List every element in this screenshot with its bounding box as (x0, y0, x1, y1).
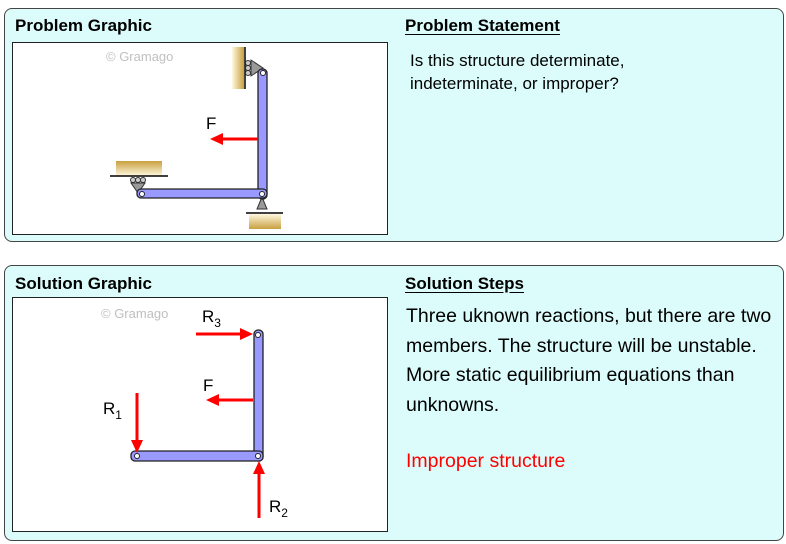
reaction-r1-label: R1 (103, 399, 122, 422)
watermark: © Gramago (106, 49, 174, 64)
solution-fbd-diagram: R3 F R1 R2 (103, 307, 288, 520)
reaction-r3-label: R3 (202, 307, 221, 330)
problem-graphic-title: Problem Graphic (15, 16, 152, 35)
reaction-r3-arrow (196, 328, 253, 340)
vertical-member (257, 68, 268, 200)
solution-graphic: © Gramago R3 F (12, 297, 388, 532)
problem-statement-title: Problem Statement (405, 16, 560, 35)
watermark: © Gramago (101, 306, 169, 321)
problem-statement: Is this structure determinate, indetermi… (410, 51, 625, 93)
reaction-r2-arrow (253, 461, 265, 518)
force-f-label: F (206, 114, 216, 133)
problem-graphic: © Gramago (12, 42, 388, 235)
solution-panel: Solution Graphic Solution Steps Three uk… (4, 265, 784, 541)
reaction-r1-arrow (131, 393, 143, 453)
force-f-arrow (210, 133, 258, 145)
top-roller-support (232, 47, 264, 89)
force-f-label: F (203, 376, 213, 395)
horizontal-member (130, 450, 264, 462)
vertical-member (253, 329, 264, 462)
horizontal-member (136, 188, 268, 199)
solution-answer: Improper structure (406, 450, 566, 472)
bottom-pin-support (246, 195, 283, 229)
solution-graphic-title: Solution Graphic (15, 274, 152, 293)
solution-steps: Three uknown reactions, but there are tw… (406, 305, 772, 416)
left-roller-support (110, 161, 168, 194)
reaction-r2-label: R2 (269, 497, 288, 520)
problem-structure-diagram: F (110, 47, 283, 229)
force-f-arrow (206, 394, 253, 406)
problem-panel: Problem Graphic Problem Statement Is thi… (4, 8, 784, 242)
solution-steps-title: Solution Steps (405, 274, 524, 293)
